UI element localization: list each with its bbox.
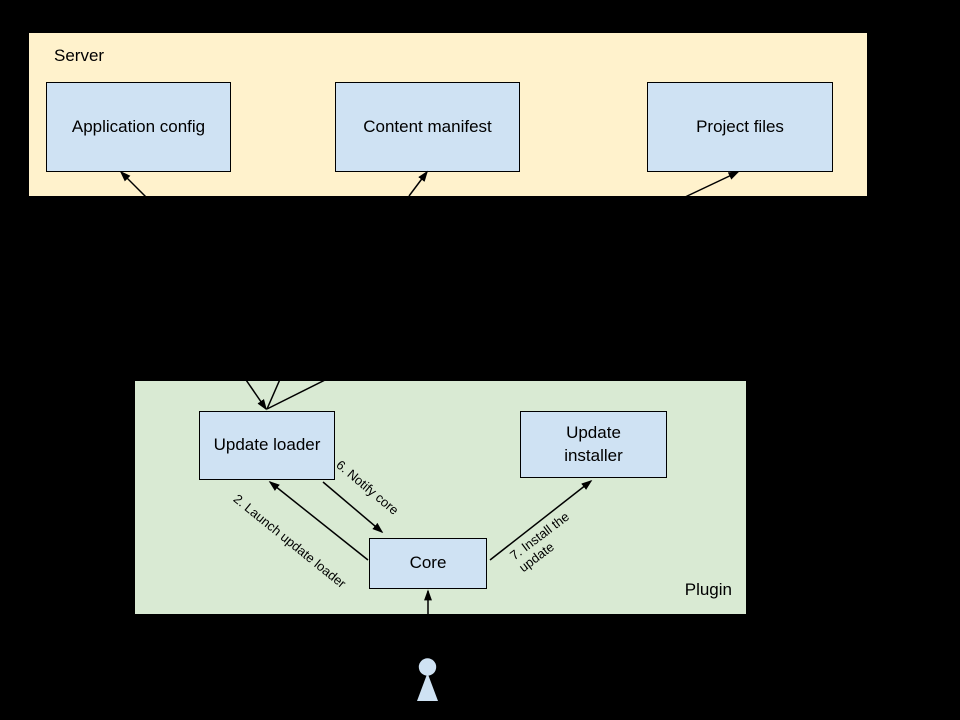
node-update-loader: Update loader — [199, 411, 335, 480]
node-content-manifest: Content manifest — [335, 82, 520, 172]
node-core: Core — [369, 538, 487, 589]
node-project-files: Project files — [647, 82, 833, 172]
server-group-label: Server — [54, 46, 105, 65]
node-update-installer-label: Update installer — [564, 423, 623, 465]
node-update-installer: Update installer — [520, 411, 667, 478]
node-application-config: Application config — [46, 82, 231, 172]
person-icon — [417, 658, 438, 701]
plugin-group-label: Plugin — [684, 580, 732, 599]
